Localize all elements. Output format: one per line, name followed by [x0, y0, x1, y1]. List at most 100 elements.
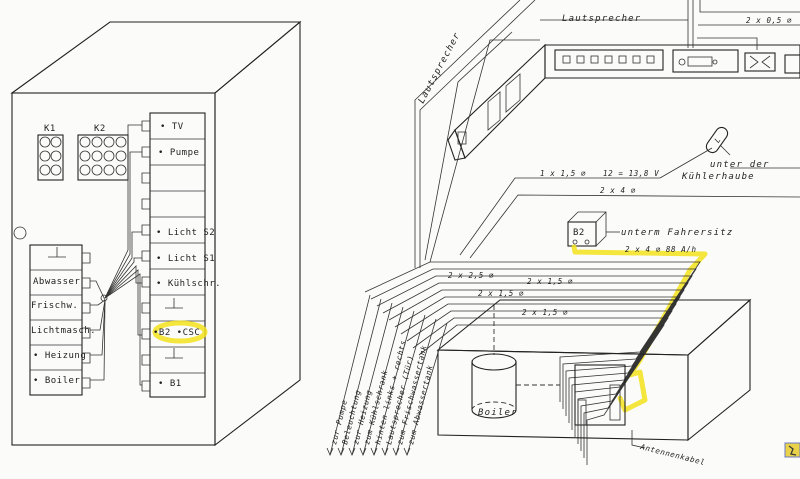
wire — [104, 124, 142, 299]
fuse-tab — [141, 380, 150, 392]
floor-box-top — [436, 299, 752, 356]
radio-unit — [672, 49, 739, 73]
arrow-icon — [392, 447, 400, 457]
fuse-abwasser[interactable]: Abwasser — [33, 277, 80, 287]
vehicle-installation: Lautsprecher 2 x 0,5 ⌀ Lautsprecher L un… — [326, 0, 800, 467]
relay-socket-icon — [115, 150, 127, 162]
arrow-icon — [370, 447, 378, 457]
switch-icon[interactable] — [632, 55, 641, 64]
wire — [104, 265, 142, 299]
side-console-end — [447, 128, 466, 161]
switch-icon[interactable] — [604, 55, 613, 64]
clock-icon — [744, 52, 776, 72]
relay-socket-icon — [115, 136, 127, 148]
relay-socket-icon — [103, 164, 115, 176]
relay-socket-icon — [115, 164, 127, 176]
terminal-strip — [577, 399, 587, 426]
relay-socket-icon — [103, 150, 115, 162]
wire — [364, 261, 701, 402]
fuse-kuehlschrank[interactable]: • Kühlschr. — [156, 279, 221, 289]
fuse-boiler[interactable]: • Boiler — [33, 376, 80, 386]
fuse-tab — [82, 302, 91, 314]
relay-k2-label: K2 — [94, 124, 106, 134]
switch-icon[interactable] — [562, 55, 571, 64]
switch-icon[interactable] — [590, 55, 599, 64]
wire — [370, 268, 697, 409]
relay-socket-icon — [103, 136, 115, 148]
battery-location-label: unterm Fahrersitz — [621, 228, 734, 238]
fuse-tab — [141, 250, 150, 262]
fuse-licht-s2[interactable]: • Licht S2 — [156, 228, 215, 238]
fuse-pumpe[interactable]: • Pumpe — [158, 148, 199, 158]
wire — [406, 310, 673, 451]
relay-socket-icon — [39, 150, 51, 162]
fuse-tab — [82, 327, 91, 339]
ground-symbol-icon — [48, 247, 66, 258]
wire — [104, 257, 142, 299]
alternator-icon: L — [705, 126, 729, 154]
arrow-icon — [403, 447, 411, 457]
wire — [90, 299, 106, 306]
relay-socket-icon — [91, 136, 103, 148]
wire — [376, 275, 693, 416]
battery-label: B2 — [573, 228, 585, 238]
wire — [104, 151, 142, 299]
switch-icon[interactable] — [646, 55, 655, 64]
fuse-tab — [141, 172, 150, 184]
wire — [382, 282, 689, 423]
relay-socket-icon — [79, 136, 91, 148]
fuse-frischwasser[interactable]: Frischw. — [31, 301, 78, 311]
relay-k1-label: K1 — [44, 124, 56, 134]
cable-label-4: 2 x 1,5 ⌀ — [522, 308, 568, 317]
fuse-tv[interactable]: • TV — [160, 122, 184, 132]
relay-socket-icon — [50, 164, 62, 176]
fuse-tab — [82, 352, 91, 364]
fuse-heizung[interactable]: • Heizung — [33, 351, 86, 361]
wire — [384, 314, 426, 456]
fuse-b2-csc[interactable]: •B2 •CSC — [153, 328, 200, 338]
relay-socket-icon — [50, 136, 62, 148]
cable-label-battery: 2 x 4 ⌀ — [600, 186, 636, 195]
switch-icon[interactable] — [618, 55, 627, 64]
fuse-tab — [82, 377, 91, 389]
cable-label-2: 2 x 1,5 ⌀ — [527, 277, 573, 286]
wire — [362, 306, 404, 456]
radio-display — [687, 56, 713, 67]
terminal-strip — [609, 384, 621, 421]
battery-terminal-icon — [584, 239, 590, 245]
relay-socket-icon — [50, 150, 62, 162]
cable-label-1: 2 x 2,5 ⌀ — [448, 271, 494, 280]
highlight-battery-cable — [571, 244, 708, 413]
wire — [90, 299, 106, 331]
arrow-icon — [359, 447, 367, 457]
antenna-cable-label: Antennenkabel — [639, 442, 707, 467]
speaker-label-top: Lautsprecher — [562, 14, 641, 24]
alternator-location-2: Kühlerhaube — [681, 172, 755, 182]
alternator-location-1: unter der — [710, 160, 770, 170]
fuse-lichtmaschine[interactable]: Lichtmasch. — [31, 326, 96, 336]
wire — [104, 273, 142, 386]
wire — [406, 322, 448, 456]
fuse-b1[interactable]: • B1 — [158, 379, 182, 389]
socket-icon — [784, 54, 800, 74]
fuse-licht-s1[interactable]: • Licht S1 — [156, 254, 215, 264]
ground-symbol-icon — [165, 348, 183, 359]
wire — [340, 298, 382, 456]
relay-socket-icon — [39, 164, 51, 176]
switch-panel — [554, 49, 664, 71]
floor-box-side — [687, 298, 751, 442]
cable-label-3: 2 x 1,5 ⌀ — [478, 289, 524, 298]
switch-icon[interactable] — [576, 55, 585, 64]
wire — [351, 302, 393, 456]
wire — [90, 280, 106, 301]
wire — [104, 231, 142, 299]
figure-icon — [788, 445, 797, 456]
wire — [412, 317, 669, 458]
fuse-column-right — [149, 112, 206, 398]
arrow-icon — [348, 447, 356, 457]
battery-b2 — [567, 221, 597, 247]
wire — [373, 310, 415, 456]
